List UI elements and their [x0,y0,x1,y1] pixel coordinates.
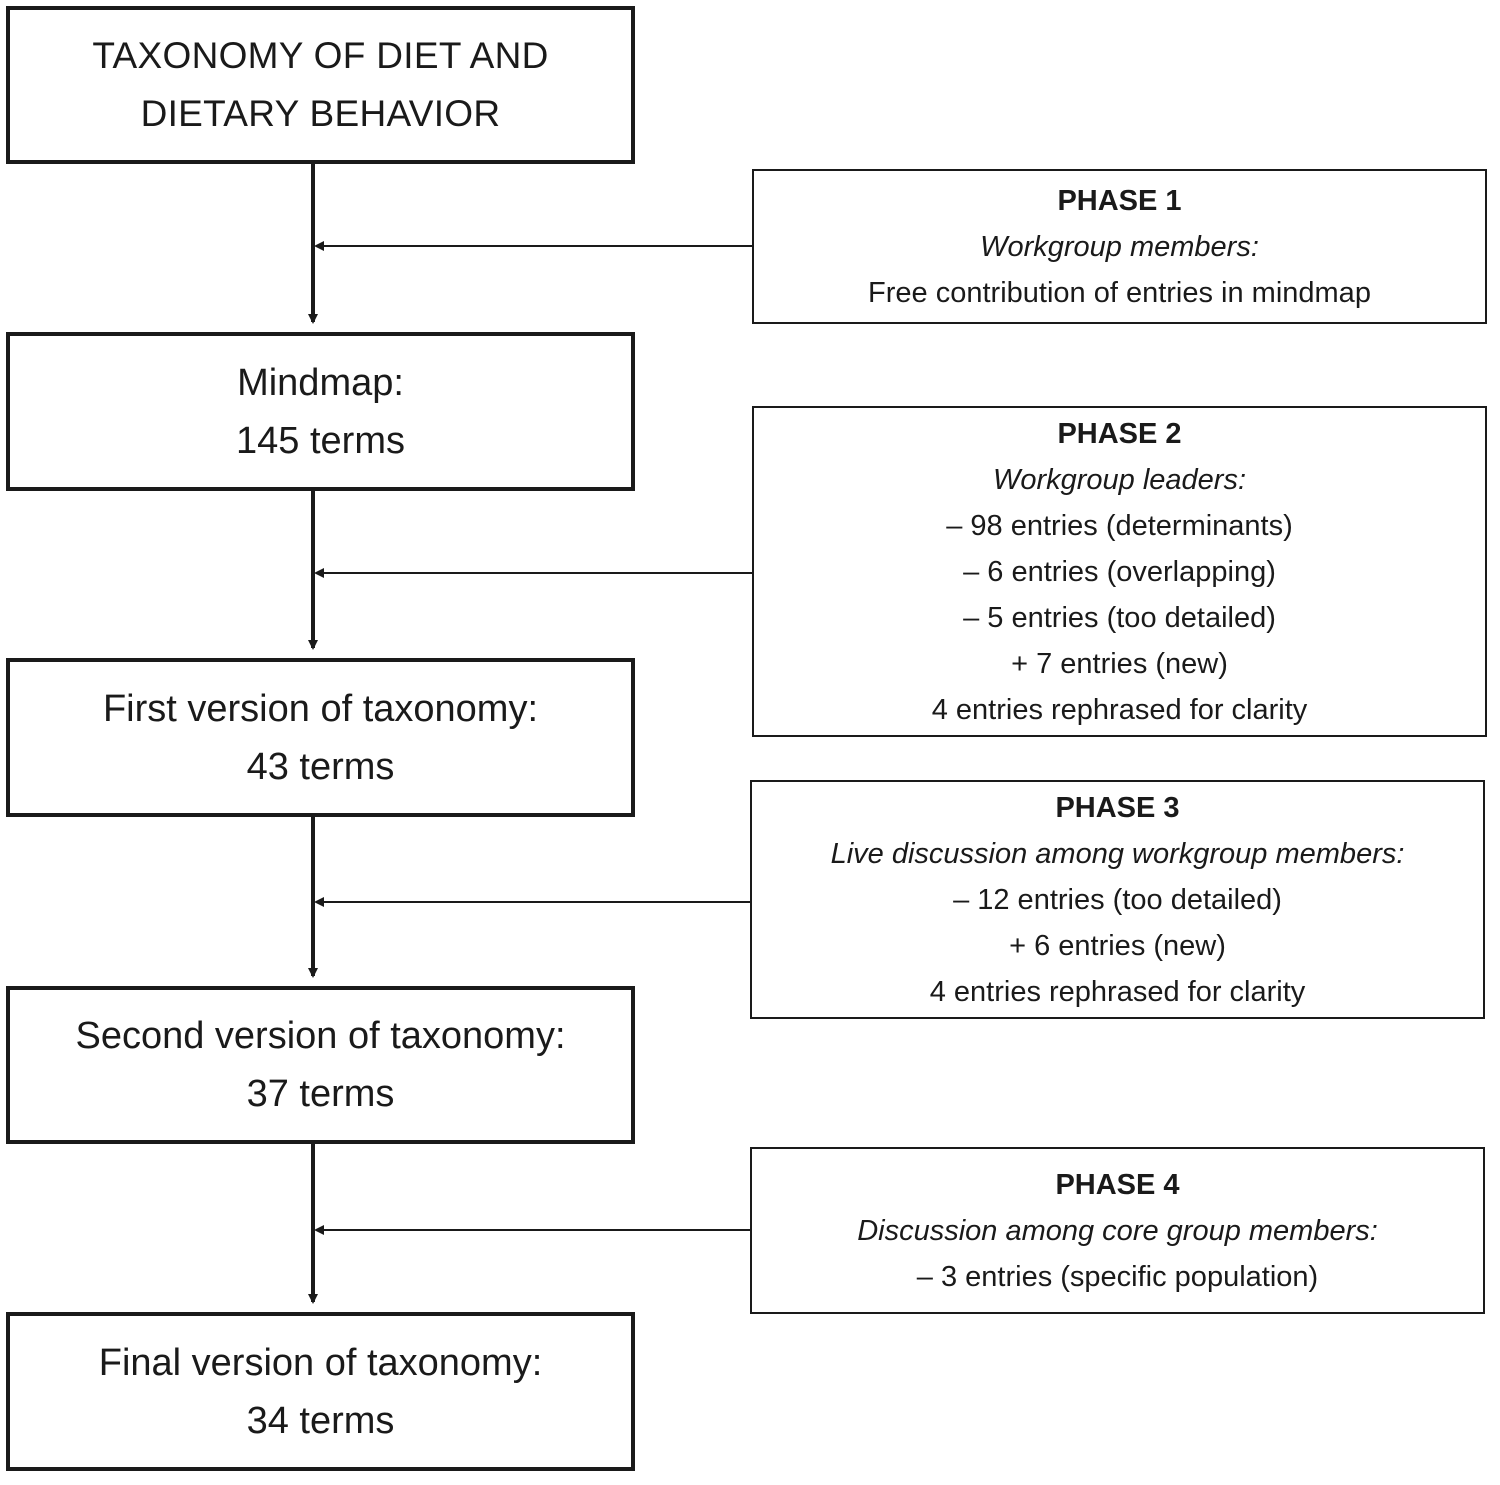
phase-2-subtitle: Workgroup leaders: [992,463,1247,496]
phase-1-title: PHASE 1 [1057,184,1182,217]
second-version-box: Second version of taxonomy: 37 terms [6,986,635,1144]
phase-1-box: PHASE 1 Workgroup members: Free contribu… [752,169,1487,324]
phase-2-item: + 7 entries (new) [1011,647,1228,680]
title-box: TAXONOMY OF DIET AND DIETARY BEHAVIOR [6,6,635,164]
phase-3-box: PHASE 3 Live discussion among workgroup … [750,780,1485,1019]
phase-3-subtitle: Live discussion among workgroup members: [830,837,1405,870]
first-version-label: First version of taxonomy: [102,687,539,730]
final-version-count: 34 terms [246,1399,395,1442]
phase-2-box: PHASE 2 Workgroup leaders: – 98 entries … [752,406,1487,737]
phase-2-item: – 98 entries (determinants) [946,509,1293,542]
second-version-count: 37 terms [246,1073,395,1115]
phase-4-item: – 3 entries (specific population) [916,1260,1319,1293]
mindmap-box: Mindmap: 145 terms [6,332,635,491]
phase-1-subtitle: Workgroup members: [980,230,1259,263]
phase-1-item: Free contribution of entries in mindmap [868,276,1371,309]
phase-3-item: 4 entries rephrased for clarity [929,975,1306,1008]
phase-4-subtitle: Discussion among core group members: [857,1214,1378,1247]
phase-2-item: – 5 entries (too detailed) [963,601,1276,634]
phase-2-item: – 6 entries (overlapping) [963,555,1276,588]
first-version-count: 43 terms [246,745,395,788]
second-version-label: Second version of taxonomy: [75,1015,566,1057]
mindmap-label: Mindmap: [237,361,404,404]
final-version-box: Final version of taxonomy: 34 terms [6,1312,635,1471]
final-version-label: Final version of taxonomy: [98,1341,543,1384]
title-line-1: TAXONOMY OF DIET AND [92,35,549,76]
phase-3-title: PHASE 3 [1055,791,1180,824]
mindmap-count: 145 terms [236,419,405,462]
phase-2-title: PHASE 2 [1057,417,1182,450]
phase-4-box: PHASE 4 Discussion among core group memb… [750,1147,1485,1314]
title-line-2: DIETARY BEHAVIOR [140,93,501,134]
phase-2-item: 4 entries rephrased for clarity [931,693,1308,726]
first-version-box: First version of taxonomy: 43 terms [6,658,635,817]
phase-4-title: PHASE 4 [1055,1168,1180,1201]
phase-3-item: – 12 entries (too detailed) [953,883,1282,916]
phase-3-item: + 6 entries (new) [1009,929,1226,962]
